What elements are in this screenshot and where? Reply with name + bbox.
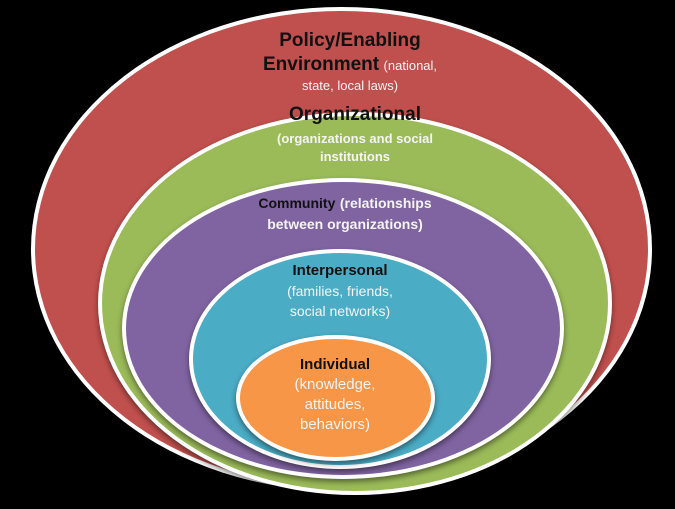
individual-description-line3: behaviors) <box>299 416 371 433</box>
interpersonal-description: (families, friends, <box>287 283 393 299</box>
interpersonal-description-line2: social networks) <box>289 302 391 319</box>
organizational-description-line2: institutions <box>319 149 391 165</box>
policy-title: Policy/Enabling <box>279 30 421 51</box>
individual-description: (knowledge, <box>294 376 376 393</box>
individual-layer-label: Individual (knowledge, attitudes, behavi… <box>265 356 405 434</box>
community-title: Community <box>258 195 336 211</box>
community-layer-label: Community (relationships between organiz… <box>205 194 485 233</box>
individual-description-line2: attitudes, <box>304 396 366 413</box>
individual-layer-ellipse <box>236 335 435 461</box>
policy-title-line2: Environment <box>262 53 380 75</box>
policy-layer-label: Policy/Enabling Environment (national, s… <box>200 30 500 93</box>
organizational-layer-label: Organizational (organizations and social… <box>220 104 490 165</box>
interpersonal-title: Interpersonal <box>292 262 388 279</box>
policy-description-line2: state, local laws) <box>301 77 399 93</box>
interpersonal-layer-label: Interpersonal (families, friends, social… <box>245 262 435 320</box>
organizational-title: Organizational <box>289 104 421 125</box>
individual-title: Individual <box>299 356 370 373</box>
community-description-line2: between organizations) <box>267 216 423 233</box>
organizational-description: (organizations and social <box>276 130 434 146</box>
policy-description: (national, <box>383 57 438 73</box>
community-description: (relationships <box>339 195 432 211</box>
